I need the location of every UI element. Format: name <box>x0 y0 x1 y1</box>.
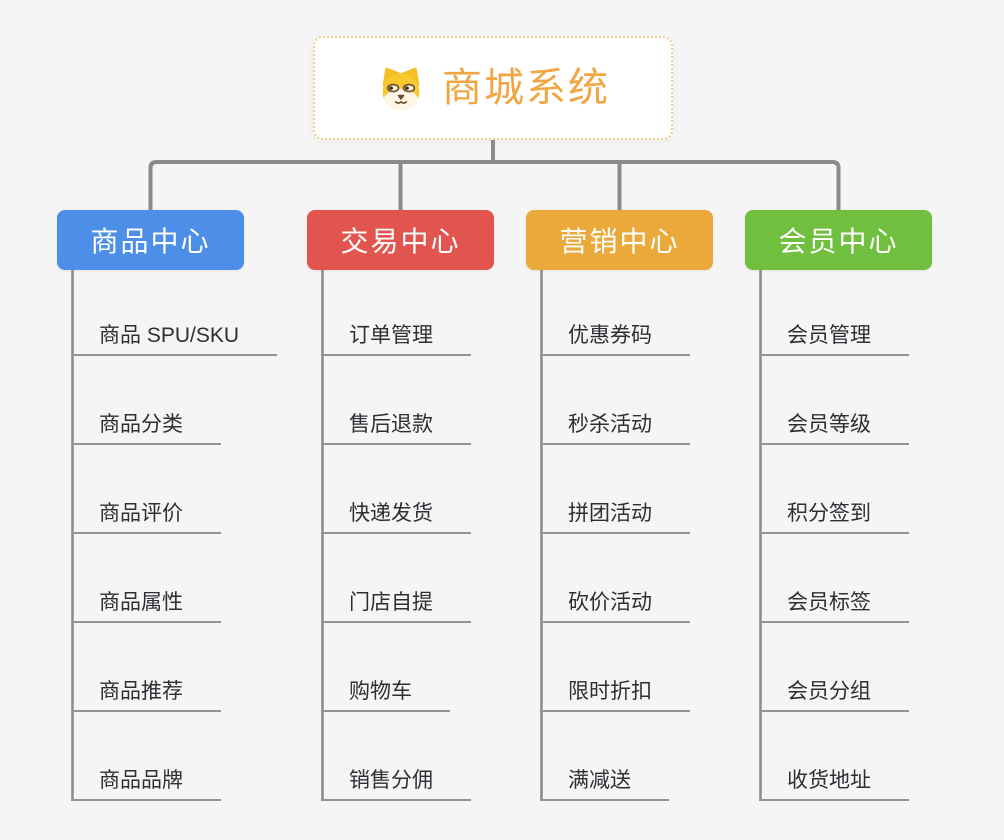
leaf-node[interactable]: 拼团活动 <box>540 499 690 534</box>
leaf-node[interactable]: 门店自提 <box>321 588 471 623</box>
branch-label: 商品中心 <box>90 226 211 257</box>
branch-label: 会员中心 <box>778 226 899 257</box>
leaf-node[interactable]: 砍价活动 <box>540 588 690 623</box>
leaf-node[interactable]: 商品品牌 <box>71 766 221 801</box>
branch-node-trade-center[interactable]: 交易中心 <box>307 210 494 270</box>
leaf-node[interactable]: 快递发货 <box>321 499 471 534</box>
branch-label: 营销中心 <box>559 226 680 257</box>
leaf-node[interactable]: 商品属性 <box>71 588 221 623</box>
root-title: 商城系统 <box>442 66 610 110</box>
leaf-node[interactable]: 限时折扣 <box>540 677 690 712</box>
leaf-node[interactable]: 订单管理 <box>321 321 471 356</box>
branch-node-product-center[interactable]: 商品中心 <box>57 210 244 270</box>
leaf-node[interactable]: 收货地址 <box>759 766 909 801</box>
branch-label: 交易中心 <box>340 226 461 257</box>
leaf-node[interactable]: 会员分组 <box>759 677 909 712</box>
leaf-node[interactable]: 商品评价 <box>71 499 221 534</box>
leaf-node[interactable]: 会员标签 <box>759 588 909 623</box>
leaf-node[interactable]: 购物车 <box>321 677 450 712</box>
leaf-node[interactable]: 销售分佣 <box>321 766 471 801</box>
leaf-node[interactable]: 商品 SPU/SKU <box>71 321 278 356</box>
leaf-node[interactable]: 商品分类 <box>71 410 221 445</box>
connector-bus <box>148 160 841 210</box>
leaf-node[interactable]: 售后退款 <box>321 410 471 445</box>
leaf-node[interactable]: 会员管理 <box>759 321 909 356</box>
branch-node-marketing-center[interactable]: 营销中心 <box>526 210 713 270</box>
leaf-node[interactable]: 秒杀活动 <box>540 410 690 445</box>
branch-node-member-center[interactable]: 会员中心 <box>745 210 932 270</box>
leaf-node[interactable]: 优惠券码 <box>540 321 690 356</box>
leaf-node[interactable]: 会员等级 <box>759 410 909 445</box>
root-node[interactable]: 商城系统 <box>313 36 673 140</box>
leaf-node[interactable]: 积分签到 <box>759 499 909 534</box>
leaf-node[interactable]: 满减送 <box>540 766 669 801</box>
leaf-node[interactable]: 商品推荐 <box>71 677 221 712</box>
dog-face-icon <box>376 65 426 112</box>
